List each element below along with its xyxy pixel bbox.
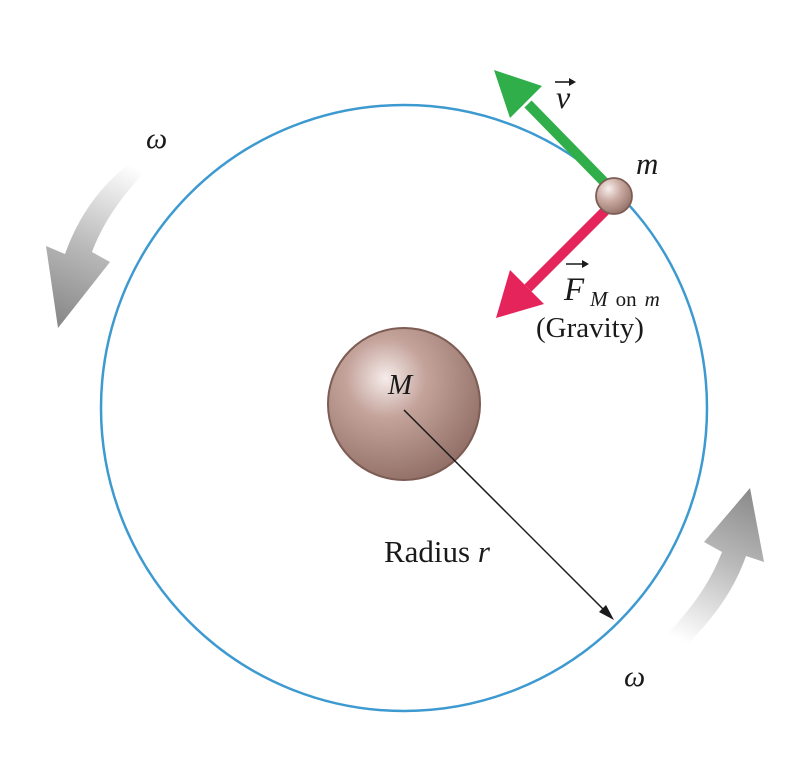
velocity-label: v (556, 79, 571, 115)
force-arrow-shaft (524, 200, 616, 292)
force-subscript-M: M (589, 287, 609, 311)
central-mass-M (327, 327, 481, 481)
omega-bottom-label: ω (624, 660, 645, 693)
gravity-caption: (Gravity) (536, 312, 644, 344)
velocity-arrow-shaft (524, 100, 616, 194)
force-subscript-m: m (645, 287, 660, 311)
velocity-vector-icon (555, 78, 576, 86)
central-mass-label: M (387, 369, 414, 401)
radius-label: Radius r (384, 534, 491, 569)
rotation-arrow-top-icon (46, 160, 148, 328)
radius-line (403, 409, 609, 615)
force-label: F M on m (563, 272, 660, 311)
orbiting-mass-label: m (636, 146, 658, 181)
orbit-circle (99, 103, 709, 713)
orbiting-mass-m (595, 177, 633, 215)
velocity-arrow-head (494, 70, 542, 118)
radius-text: Radius (384, 534, 470, 569)
radius-symbol: r (478, 534, 491, 569)
rotation-arrow-bottom-icon (662, 488, 764, 652)
force-symbol: F (563, 272, 585, 308)
omega-top-label: ω (146, 122, 167, 155)
force-vector-icon (566, 260, 589, 268)
force-arrow-head (496, 270, 544, 318)
force-subscript-on: on (616, 287, 638, 311)
radius-arrowhead (599, 605, 614, 620)
